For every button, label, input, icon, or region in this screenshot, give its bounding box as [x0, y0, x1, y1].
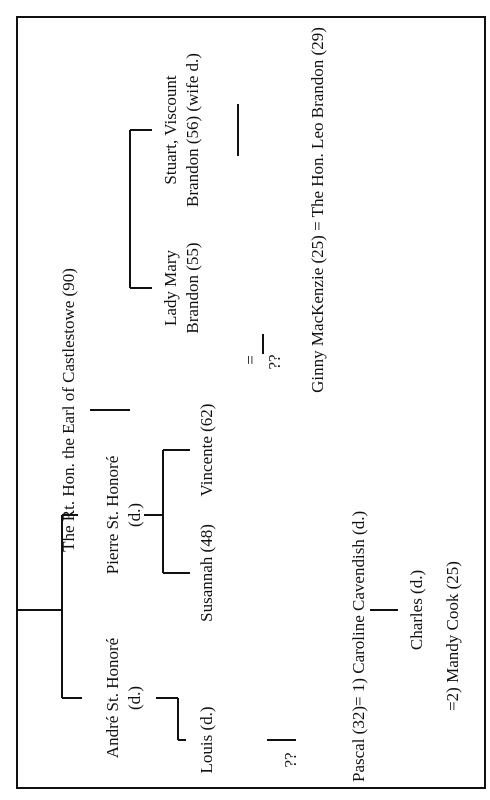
- pierre-label-line1: Pierre St. Honoré: [103, 456, 122, 575]
- marriage-equals-sign: =: [241, 355, 260, 365]
- stuart-label-line2: Brandon (56) (wife d.): [183, 53, 202, 207]
- mandy-marriage-label: =2) Mandy Cook (25): [443, 561, 462, 711]
- andre-label-line1: André St. Honoré: [103, 638, 122, 758]
- mary-label-line1: Lady Mary: [161, 250, 180, 327]
- unknown-child-label-2: ??: [281, 752, 300, 767]
- mary-label-line2: Brandon (55): [183, 242, 202, 333]
- earl-label: The Rt. Hon. the Earl of Castlestowe (90…: [59, 268, 78, 552]
- leo-marriage-label: Ginny MacKenzie (25) = The Hon. Leo Bran…: [308, 27, 327, 393]
- andre-label-line2: (d.): [125, 686, 144, 710]
- family-tree-svg: The Rt. Hon. the Earl of Castlestowe (90…: [18, 27, 462, 782]
- unknown-child-label-1: ??: [265, 354, 284, 369]
- diagram-border: [16, 16, 486, 789]
- pierre-label-line2: (d.): [125, 503, 144, 527]
- vincente-label: Vincente (62): [197, 404, 216, 497]
- pascal-marriage-label: Pascal (32)= 1) Caroline Cavendish (d.): [349, 511, 368, 782]
- charles-label: Charles (d.): [407, 570, 426, 650]
- susannah-label: Susannah (48): [197, 524, 216, 622]
- family-tree-diagram: The Rt. Hon. the Earl of Castlestowe (90…: [18, 18, 484, 787]
- louis-label: Louis (d.): [197, 706, 216, 773]
- stuart-label-line1: Stuart, Viscount: [161, 75, 180, 184]
